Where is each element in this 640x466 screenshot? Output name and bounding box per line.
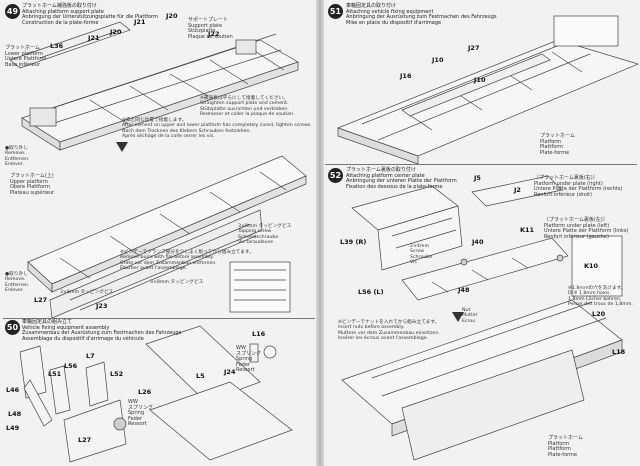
part-j22: J22 — [208, 30, 220, 38]
lower-platform-label: プラットホーム Lower platform Untere Plattform … — [5, 45, 47, 68]
part-l26: L26 — [138, 388, 152, 396]
binding-gutter — [316, 0, 324, 466]
step-49-header: プラットホーム補強板の取り付け Attaching platform suppo… — [22, 3, 158, 26]
part-j20b: J20 — [166, 12, 178, 20]
part-l20: L20 — [592, 310, 606, 318]
part-l36: L36 — [50, 42, 64, 50]
upper-platform-label: プラットホーム(上) Upper platform Obere Plattfor… — [10, 173, 55, 196]
part-l49: L49 — [6, 424, 20, 432]
step-50-number: 50 — [5, 320, 20, 335]
platform-label-51: プラットホーム Platform Plattform Plate-forme — [540, 133, 575, 156]
note-drill-holes: ※1.8mmの穴をあけます。 Drill 1.8mm holes. 1,8mm … — [568, 286, 633, 308]
screw-a-label: 3×8mm タッピングビス Tapping screw Schneidschra… — [238, 224, 292, 246]
step49-chassis-top — [9, 21, 299, 151]
spring-label-2: WW スプリング Spring Feder Ressort — [128, 399, 154, 428]
left-page: 49 プラットホーム補強板の取り付け Attaching platform su… — [0, 0, 318, 466]
part-j21b: J21 — [134, 18, 146, 26]
step51-chassis — [337, 15, 640, 165]
part-j21: J21 — [88, 34, 100, 42]
part-j2: J2 — [514, 186, 521, 194]
step-52-number: 52 — [328, 168, 343, 183]
part-l51: L51 — [48, 370, 62, 378]
part-j23: J23 — [96, 302, 108, 310]
step-divider — [3, 318, 315, 319]
part-l27b: L27 — [78, 436, 92, 444]
part-l18: L18 — [612, 348, 626, 356]
part-l56: L56 (L) — [358, 288, 384, 296]
support-plate-label: サポートプレート Support plate Stützplatte Plaqu… — [188, 17, 233, 40]
part-j16: J16 — [400, 72, 412, 80]
part-k11: K11 — [520, 226, 535, 234]
screw-b-label: 3×8mm タッピングビス — [60, 290, 114, 295]
nut-label: Nut Mutter Ecrou — [462, 308, 478, 324]
part-l7: L7 — [86, 352, 95, 360]
part-l56: L56 — [64, 362, 78, 370]
part-j20: J20 — [110, 28, 122, 36]
part-j40: J40 — [472, 238, 484, 246]
part-l52: L52 — [110, 370, 124, 378]
step50-parts — [19, 325, 293, 463]
part-j24: J24 — [224, 368, 236, 376]
part-j10b: J10 — [474, 76, 486, 84]
note-remove-bottom: ●取り外し Remove. Entfernen. Enlever. — [5, 272, 30, 294]
left-page-drawings — [9, 21, 307, 463]
side-r-label: 〔プラットホーム裏板(右)〕 Platform under plate (rig… — [534, 175, 623, 198]
part-k10: K10 — [584, 262, 599, 270]
step-divider-right — [325, 164, 637, 165]
part-l5: L5 — [196, 372, 205, 380]
right-page-drawings — [337, 15, 640, 461]
step-50-header: 車軸固定具の組み立て Vehicle fixing equipment asse… — [22, 319, 182, 342]
step-49-number: 49 — [5, 4, 20, 19]
part-j10: J10 — [432, 56, 444, 64]
right-page: 51 車軸固定具の取り付け Attaching vehicle fixing e… — [322, 0, 640, 466]
step-51-number: 51 — [328, 4, 343, 19]
note-insert-nuts: ※ビンデーでナットを入れてから組み立てます。 Insert nuts befor… — [338, 320, 440, 342]
part-l27: L27 — [34, 296, 48, 304]
part-j5: J5 — [474, 174, 481, 182]
note-cement: ※枠と同じ位置で接着します。 After cement on upper and… — [122, 118, 312, 140]
note-remove-top: ●取り外し Remove. Entfernen. Enlever. — [5, 146, 30, 168]
step49-chassis-bottom — [27, 155, 307, 319]
part-l16: L16 — [252, 330, 266, 338]
part-j27: J27 — [468, 44, 480, 52]
part-l46: L46 — [6, 386, 20, 394]
platform-label-52: プラットホーム Platform Plattform Plate-forme — [548, 435, 583, 458]
side-l-label: 〔プラットホーム裏板(左)〕 Platform under plate (lef… — [544, 217, 629, 240]
step-52-header: プラットホーム裏板の取り付け Attaching platform center… — [346, 167, 457, 190]
part-l48: L48 — [8, 410, 22, 418]
bottom-note: ※ビンデーでクランプ部分を少しよく削ってから組み立てます。 Remove bur… — [120, 250, 254, 272]
down-arrow-icon — [116, 142, 128, 152]
down-arrow-icon-right — [452, 312, 464, 322]
step52-assembly — [341, 175, 623, 461]
spring-label: WW スプリング Spring Feder Ressort — [236, 345, 262, 374]
step-51-header: 車軸固定具の取り付け Attaching vehicle fixing equi… — [346, 3, 497, 26]
part-l39: L39 (R) — [340, 238, 367, 246]
screw-c-label: 3×8mm タッピングビス — [150, 280, 204, 285]
screw-2x4-label: 2×4mm Screw Schraube Vis — [410, 244, 433, 266]
note-straighten: ※補強板は平らにして接着してください。 Straighten support p… — [200, 96, 295, 118]
part-j48: J48 — [458, 286, 470, 294]
